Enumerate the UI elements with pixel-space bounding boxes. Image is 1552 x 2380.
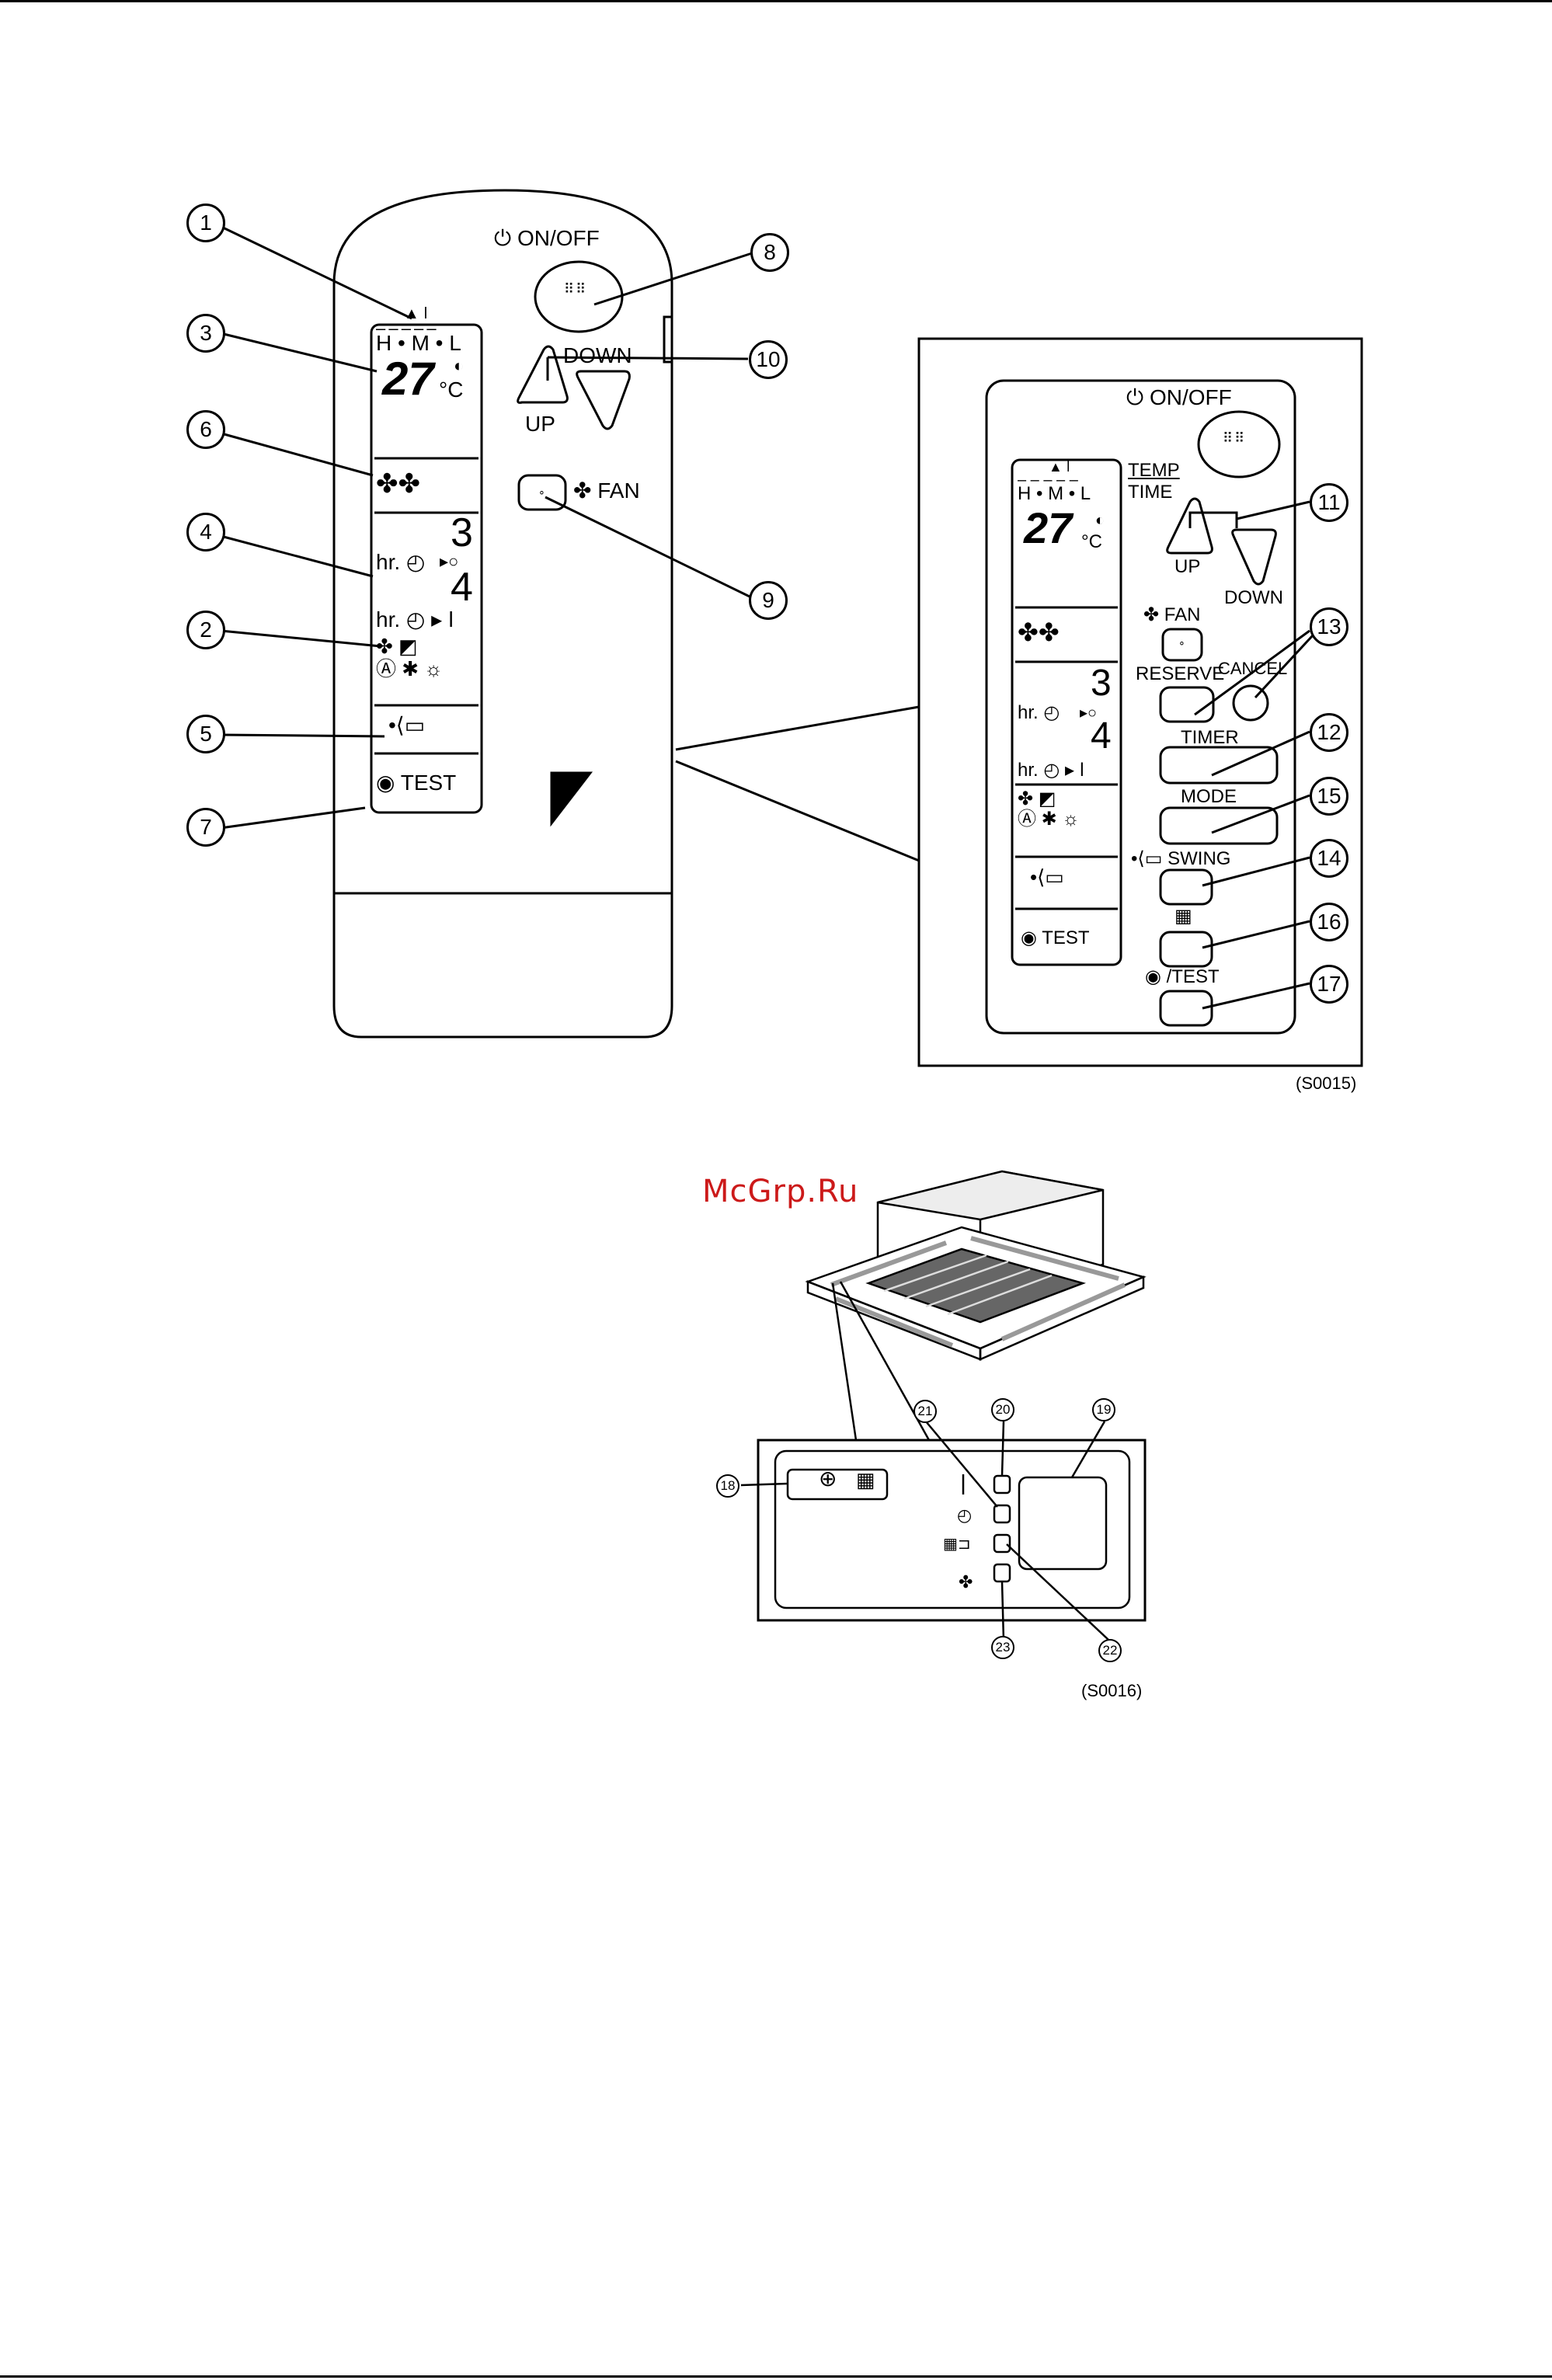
- detail-up-label: UP: [1174, 556, 1201, 577]
- callout-16: 16: [1310, 903, 1348, 941]
- detail-onoff-button-dots[interactable]: ⠿⠿: [1223, 430, 1247, 447]
- detail-lcd-arrow: ▲ ǀ: [1049, 459, 1070, 475]
- lcd-digit3: 3: [451, 510, 473, 555]
- detail-swing-label: •⟨▭ SWING: [1131, 848, 1231, 869]
- callout-14: 14: [1310, 839, 1348, 878]
- detail-mode-label: MODE: [1181, 786, 1237, 807]
- detail-lcd-hml: H • M • L: [1018, 483, 1091, 504]
- panel-plus-icon: ⊕: [819, 1467, 837, 1491]
- panel-fan-icon: ✤: [959, 1572, 973, 1592]
- detail-fan-button-dot[interactable]: ∘: [1178, 636, 1185, 649]
- callout-1: 1: [186, 204, 225, 242]
- callout-5: 5: [186, 715, 225, 753]
- detail-onoff-label: ⏻ ON/OFF: [1126, 385, 1232, 409]
- detail-lcd-hr-bottom: hr. ◴ ▸ ǀ: [1018, 760, 1084, 781]
- detail-grid-icon: ▦: [1174, 906, 1192, 927]
- lcd-dashes: ‒ ‒ ‒ ‒ ‒: [376, 318, 437, 338]
- callout-15: 15: [1310, 777, 1348, 816]
- detail-lcd-dashes: ‒ ‒ ‒ ‒ ‒: [1018, 471, 1078, 489]
- eye-icon: ◉: [376, 771, 395, 795]
- lcd-mode-icons: ✤ ◩Ⓐ ✱ ☼: [376, 635, 444, 680]
- panel-clock-icon: ◴: [957, 1505, 973, 1525]
- callout-4: 4: [186, 513, 225, 552]
- callout-22: 22: [1098, 1639, 1122, 1662]
- callout-17: 17: [1310, 965, 1348, 1004]
- detail-lcd-test: ◉ TEST: [1021, 927, 1090, 948]
- fan-icon: ✤: [1143, 604, 1160, 625]
- callout-7: 7: [186, 808, 225, 847]
- detail-down-label: DOWN: [1224, 587, 1283, 608]
- up-label: UP: [525, 412, 555, 436]
- lcd-mode-icon: ◐: [454, 356, 465, 375]
- lcd-hr-top: hr. ◴: [376, 550, 426, 574]
- detail-lcd-arrow-circle: ▸○: [1080, 705, 1098, 722]
- fan-icon: ✤: [573, 478, 592, 503]
- watermark: McGrp.Ru: [702, 1174, 859, 1209]
- bottom-rule: [0, 2375, 1552, 2378]
- top-rule: [0, 0, 1552, 2]
- figure-code-2: (S0016): [1081, 1681, 1143, 1700]
- callout-20: 20: [991, 1398, 1014, 1421]
- callout-12: 12: [1310, 713, 1348, 752]
- remote-figure-lines: [220, 189, 1363, 1067]
- detail-reserve-label: RESERVE: [1136, 663, 1225, 684]
- detail-temp-label: TEMP: [1128, 460, 1180, 481]
- detail-lcd-celsius: °C: [1081, 531, 1102, 552]
- callout-3: 3: [186, 314, 225, 353]
- callout-2: 2: [186, 611, 225, 649]
- lcd-celsius: °C: [439, 378, 464, 402]
- power-icon: ⏻: [494, 226, 512, 250]
- lcd-arrow: ▲ ǀ: [404, 305, 428, 322]
- callout-8: 8: [750, 233, 789, 272]
- eye-icon: ◉: [1021, 927, 1037, 948]
- callout-13: 13: [1310, 607, 1348, 646]
- lcd-arrow-circle: ▸○: [440, 552, 459, 571]
- callout-23: 23: [991, 1636, 1014, 1659]
- swing-icon: •⟨▭: [1131, 848, 1163, 869]
- onoff-button-dots[interactable]: ⠿⠿: [564, 281, 588, 298]
- callout-6: 6: [186, 410, 225, 449]
- detail-lcd-mode-icon: ◐: [1095, 512, 1105, 529]
- power-icon: ⏻: [1126, 385, 1144, 409]
- fan-label: ✤ FAN: [573, 478, 640, 503]
- indoor-unit-lines: [740, 1170, 1147, 1641]
- detail-timer-label: TIMER: [1181, 727, 1239, 748]
- lcd-hr-bottom: hr. ◴ ▸ ǀ: [376, 607, 454, 632]
- panel-filter-icon: ▦⊐: [943, 1536, 971, 1553]
- callout-21: 21: [913, 1400, 937, 1423]
- lcd-swing-icon: •⟨▭: [388, 713, 426, 737]
- clock-icon: ◴: [1043, 702, 1060, 723]
- clock-icon: ◴: [405, 607, 426, 632]
- detail-cancel-label: CANCEL: [1218, 659, 1288, 678]
- detail-lcd-digit4: 4: [1091, 715, 1112, 757]
- callout-19: 19: [1092, 1398, 1115, 1421]
- lcd-hml: H • M • L: [376, 331, 461, 355]
- daikin-logo-text: DAIKIN: [553, 773, 577, 781]
- detail-lcd-swing-icon: •⟨▭: [1030, 865, 1064, 889]
- eye-icon: ◉: [1145, 966, 1161, 987]
- detail-lcd-temp-digits: 27: [1024, 503, 1073, 552]
- figure-code-1: (S0015): [1296, 1073, 1357, 1093]
- fan-button-dot[interactable]: ∘: [538, 485, 545, 498]
- detail-lcd-fan-icons: ✤✤: [1018, 618, 1060, 646]
- lcd-digit4: 4: [451, 565, 473, 610]
- detail-fan-label: ✤ FAN: [1143, 604, 1201, 625]
- clock-icon: ◴: [405, 550, 426, 574]
- detail-lcd-digit3: 3: [1091, 663, 1112, 704]
- clock-icon: ◴: [1043, 760, 1060, 781]
- down-label: DOWN: [563, 343, 632, 367]
- callout-18: 18: [716, 1474, 739, 1498]
- detail-lcd-hr-top: hr. ◴: [1018, 702, 1060, 723]
- panel-grid-icon: ▦: [856, 1468, 875, 1491]
- lcd-temp-digits: 27: [382, 353, 434, 405]
- lcd-test: ◉ TEST: [376, 771, 457, 795]
- detail-lcd-mode-icons: ✤ ◩Ⓐ ✱ ☼: [1018, 788, 1080, 830]
- callout-10: 10: [749, 340, 788, 379]
- callout-9: 9: [749, 581, 788, 620]
- detail-test-label: ◉ /TEST: [1145, 966, 1220, 987]
- detail-time-label: TIME: [1128, 482, 1173, 503]
- callout-11: 11: [1310, 483, 1348, 522]
- lcd-fan-icons: ✤✤: [376, 469, 420, 499]
- onoff-label: ⏻ ON/OFF: [494, 226, 600, 250]
